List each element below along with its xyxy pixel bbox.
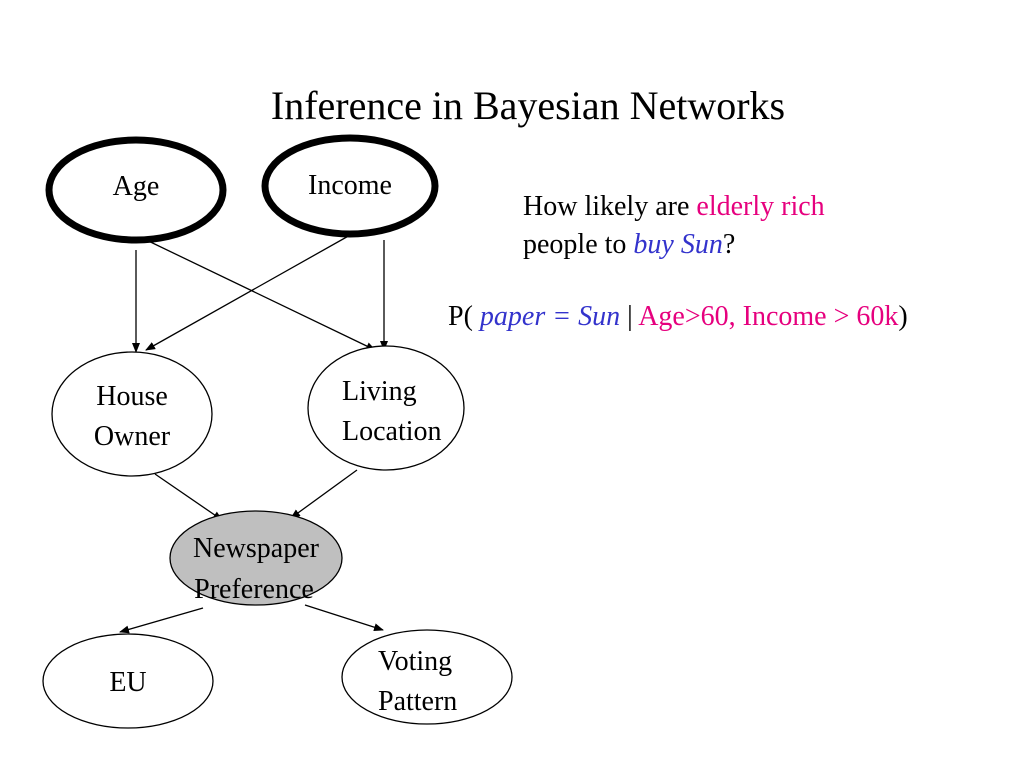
slide-title: Inference in Bayesian Networks bbox=[270, 83, 786, 128]
node-income-label: Income bbox=[308, 170, 392, 201]
node-voting-pattern-shape bbox=[341, 629, 513, 725]
node-voting-pattern-line1: Voting bbox=[378, 646, 452, 677]
edges bbox=[119, 233, 388, 634]
question-text-1: How likely are bbox=[523, 191, 697, 222]
node-age-label: Age bbox=[113, 171, 160, 202]
question-line-1: How likely are elderly rich bbox=[523, 188, 825, 226]
node-voting-pattern: Voting Pattern bbox=[341, 629, 513, 725]
question-text-3: ? bbox=[722, 229, 736, 260]
query-evidence: Age>60, Income > 60k bbox=[638, 301, 899, 332]
node-house-owner-shape bbox=[51, 351, 213, 477]
edge-house-owner-to-newspaper bbox=[154, 473, 223, 521]
question-evidence-highlight: elderly rich bbox=[696, 191, 825, 222]
edge-newspaper-to-eu bbox=[119, 607, 204, 634]
question-line-2: people to buy Sun? bbox=[523, 226, 825, 264]
node-house-owner-line1: House bbox=[96, 381, 168, 412]
probability-query: P( paper = Sun | Age>60, Income > 60k) bbox=[448, 299, 908, 335]
query-open: P( bbox=[448, 301, 480, 332]
node-living-location-shape bbox=[307, 345, 465, 471]
node-eu: EU bbox=[42, 633, 214, 729]
node-eu-label: EU bbox=[109, 667, 146, 698]
node-eu-shape bbox=[42, 633, 214, 729]
node-income-shape bbox=[261, 134, 439, 238]
node-newspaper-preference-line1: Newspaper bbox=[193, 533, 320, 564]
edge-living-location-to-newspaper bbox=[290, 469, 358, 519]
node-age: Age bbox=[45, 136, 227, 244]
node-newspaper-preference: Newspaper Preference bbox=[169, 510, 343, 606]
question-text-2: people to bbox=[523, 229, 634, 260]
node-income: Income bbox=[261, 134, 439, 238]
edge-age-to-living-location bbox=[137, 235, 376, 351]
query-event: paper = Sun bbox=[479, 301, 621, 332]
edge-newspaper-to-voting-pattern bbox=[304, 604, 384, 632]
node-house-owner-line2: Owner bbox=[94, 421, 171, 452]
query-close: ) bbox=[898, 301, 908, 332]
query-bar: | bbox=[620, 301, 639, 332]
node-house-owner: House Owner bbox=[51, 351, 213, 477]
node-living-location-line1: Living bbox=[342, 376, 417, 407]
question-query-emphasis: buy Sun bbox=[633, 229, 723, 260]
node-voting-pattern-line2: Pattern bbox=[378, 686, 457, 717]
node-age-shape bbox=[45, 136, 227, 244]
edge-income-to-house-owner bbox=[145, 233, 353, 351]
node-living-location-line2: Location bbox=[342, 416, 442, 447]
node-newspaper-preference-shape bbox=[169, 510, 343, 606]
inference-question: How likely are elderly rich people to bu… bbox=[523, 188, 825, 264]
node-living-location: Living Location bbox=[307, 345, 465, 471]
node-newspaper-preference-line2: Preference bbox=[194, 574, 314, 605]
